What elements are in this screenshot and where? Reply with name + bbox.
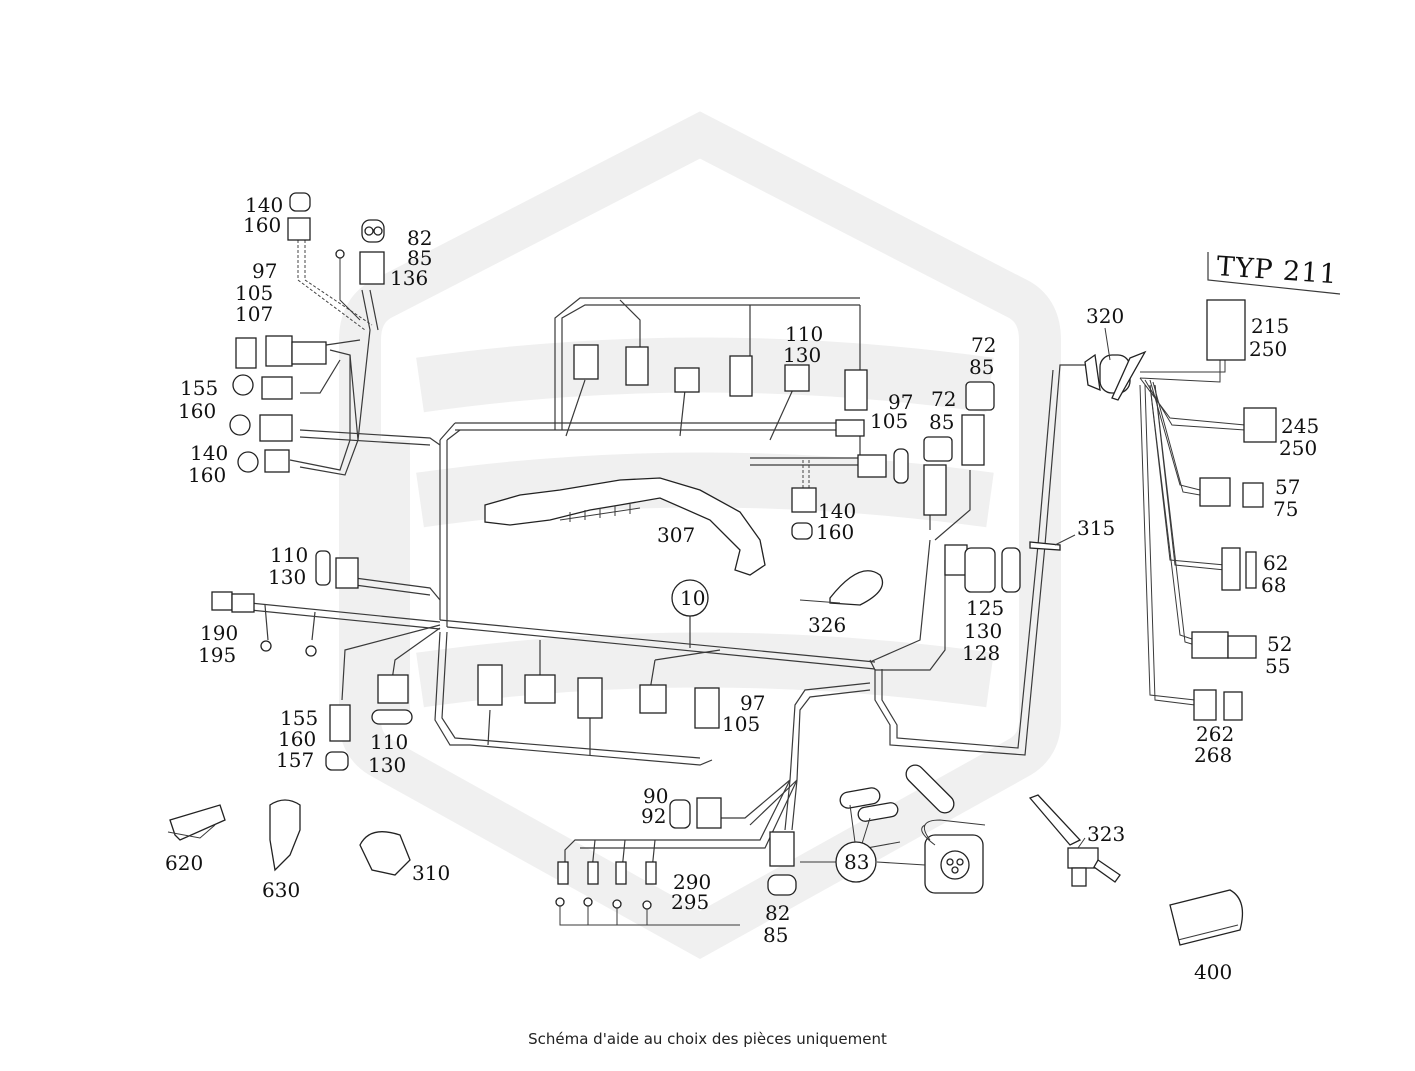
label-105: 105 xyxy=(235,281,273,305)
label-620: 620 xyxy=(165,851,203,875)
label-82: 82 xyxy=(407,226,432,250)
label-245: 245 xyxy=(1281,414,1319,438)
label-62: 62 xyxy=(1263,551,1288,575)
label-155: 155 xyxy=(180,376,218,400)
sensor-plugs xyxy=(555,861,740,926)
label-155: 155 xyxy=(280,706,318,730)
label-97: 97 xyxy=(252,259,277,283)
part-number-labels: TYP 211 140 160 82 85 136 97 105 107 155… xyxy=(165,193,1339,984)
label-160: 160 xyxy=(188,463,226,487)
label-295: 295 xyxy=(671,890,709,914)
connectors xyxy=(167,192,1341,946)
label-85: 85 xyxy=(929,410,954,434)
label-136: 136 xyxy=(390,266,428,290)
label-130: 130 xyxy=(964,619,1002,643)
label-262: 262 xyxy=(1196,722,1234,746)
label-400: 400 xyxy=(1194,960,1232,984)
model-label: TYP 211 xyxy=(1216,251,1339,290)
label-140: 140 xyxy=(190,441,228,465)
label-72: 72 xyxy=(931,387,956,411)
label-140: 140 xyxy=(818,499,856,523)
footer-caption: Schéma d'aide au choix des pièces unique… xyxy=(528,1030,887,1048)
label-125: 125 xyxy=(966,596,1004,620)
label-250: 250 xyxy=(1279,436,1317,460)
label-140: 140 xyxy=(245,193,283,217)
label-55: 55 xyxy=(1265,654,1290,678)
label-85: 85 xyxy=(763,923,788,947)
label-105: 105 xyxy=(722,712,760,736)
label-75: 75 xyxy=(1273,497,1298,521)
label-310: 310 xyxy=(412,861,450,885)
label-85: 85 xyxy=(407,246,432,270)
dashed-wires xyxy=(297,240,810,488)
label-215: 215 xyxy=(1251,314,1289,338)
label-97: 97 xyxy=(888,390,913,414)
label-130: 130 xyxy=(268,565,306,589)
label-110: 110 xyxy=(270,543,308,567)
label-326: 326 xyxy=(808,613,846,637)
leader-lines xyxy=(1054,327,1111,849)
label-160: 160 xyxy=(278,727,316,751)
label-52: 52 xyxy=(1267,632,1292,656)
label-130: 130 xyxy=(783,343,821,367)
label-97: 97 xyxy=(740,691,765,715)
label-110: 110 xyxy=(785,322,823,346)
label-290: 290 xyxy=(673,870,711,894)
label-320: 320 xyxy=(1086,304,1124,328)
label-268: 268 xyxy=(1194,743,1232,767)
label-160: 160 xyxy=(178,399,216,423)
label-85: 85 xyxy=(969,355,994,379)
label-68: 68 xyxy=(1261,573,1286,597)
label-83: 83 xyxy=(844,850,869,874)
label-630: 630 xyxy=(262,878,300,902)
label-307: 307 xyxy=(657,523,695,547)
label-323: 323 xyxy=(1087,822,1125,846)
label-250: 250 xyxy=(1249,337,1287,361)
label-160: 160 xyxy=(243,213,281,237)
label-110: 110 xyxy=(370,730,408,754)
label-90: 90 xyxy=(643,784,668,808)
label-92: 92 xyxy=(641,804,666,828)
label-82: 82 xyxy=(765,901,790,925)
label-10: 10 xyxy=(680,586,705,610)
label-105: 105 xyxy=(870,409,908,433)
label-160: 160 xyxy=(816,520,854,544)
label-72: 72 xyxy=(971,333,996,357)
label-195: 195 xyxy=(198,643,236,667)
label-157: 157 xyxy=(276,748,314,772)
label-128: 128 xyxy=(962,641,1000,665)
label-130: 130 xyxy=(368,753,406,777)
label-57: 57 xyxy=(1275,475,1300,499)
label-315: 315 xyxy=(1077,516,1115,540)
label-190: 190 xyxy=(200,621,238,645)
label-107: 107 xyxy=(235,302,273,326)
